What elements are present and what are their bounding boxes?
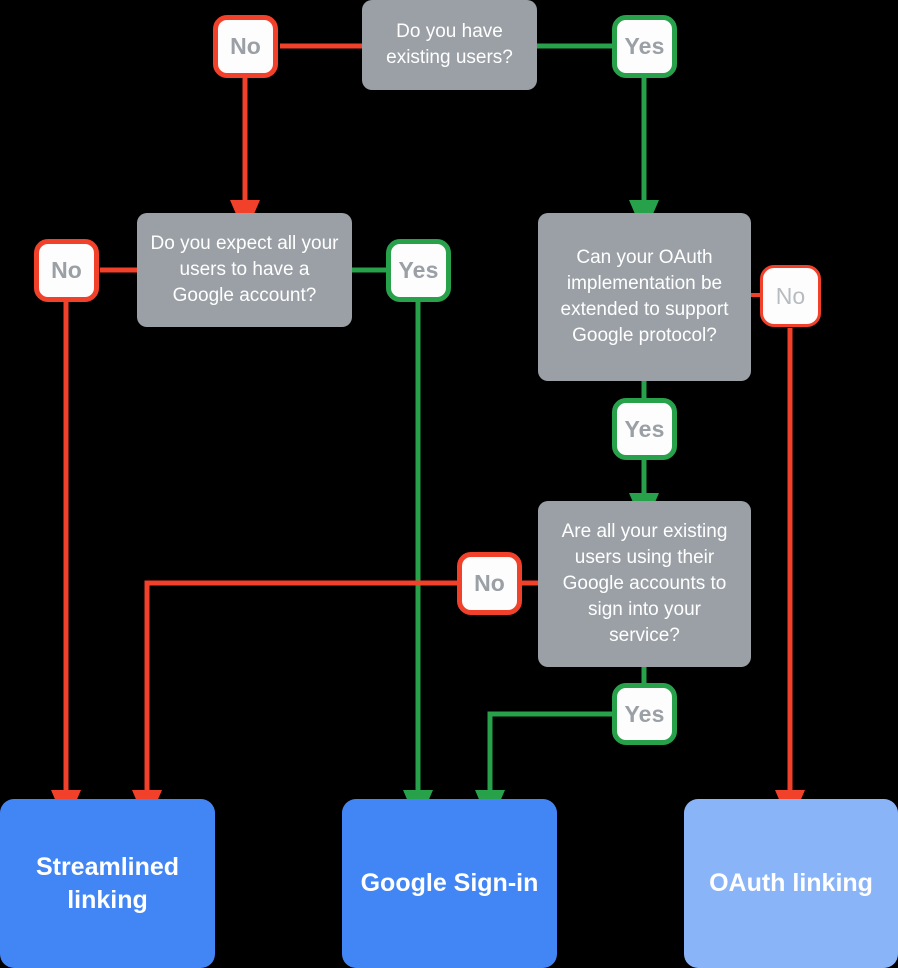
question-text: Can your OAuth implementation be extende… <box>560 247 729 346</box>
result-label: OAuth linking <box>709 869 873 897</box>
question-box-google-account: Do you expect all your users to have a G… <box>137 213 352 327</box>
chip-label: Yes <box>624 700 665 727</box>
question-text: Do you expect all your users to have a G… <box>150 233 339 306</box>
chip-q1-yes[interactable]: Yes <box>612 15 677 78</box>
question-text: Are all your existing users using their … <box>561 521 728 646</box>
question-box-oauth-extendable: Can your OAuth implementation be extende… <box>538 213 751 381</box>
result-box-oauth-linking[interactable]: OAuth linking <box>684 799 898 968</box>
result-label: Google Sign-in <box>360 869 539 897</box>
result-box-google-signin[interactable]: Google Sign-in <box>342 799 557 968</box>
edge-q4-yes-to-google-signin <box>475 711 612 825</box>
chip-label: Yes <box>398 257 439 283</box>
chip-label: No <box>51 257 82 283</box>
result-label: Streamlined linking <box>35 852 180 914</box>
result-box-streamlined-linking[interactable]: Streamlined linking <box>0 799 215 968</box>
chip-q4-yes[interactable]: Yes <box>612 683 677 745</box>
chip-q3-no[interactable]: No <box>760 265 821 327</box>
chip-q2-no[interactable]: No <box>34 239 99 302</box>
question-box-existing-users: Do you have existing users? <box>362 0 537 90</box>
chip-label: No <box>775 282 806 309</box>
edge-q4-no-to-streamlined <box>132 580 458 825</box>
chip-label: No <box>230 33 261 59</box>
chip-label: Yes <box>624 33 665 59</box>
chip-q1-no[interactable]: No <box>213 15 278 78</box>
chip-label: Yes <box>624 415 665 442</box>
question-box-existing-users-google: Are all your existing users using their … <box>538 501 751 667</box>
chip-label: No <box>474 570 505 596</box>
question-text: Do you have existing users? <box>386 21 513 68</box>
chip-q2-yes[interactable]: Yes <box>386 239 451 302</box>
chip-q3-yes[interactable]: Yes <box>612 398 677 460</box>
chip-q4-no[interactable]: No <box>457 552 522 615</box>
